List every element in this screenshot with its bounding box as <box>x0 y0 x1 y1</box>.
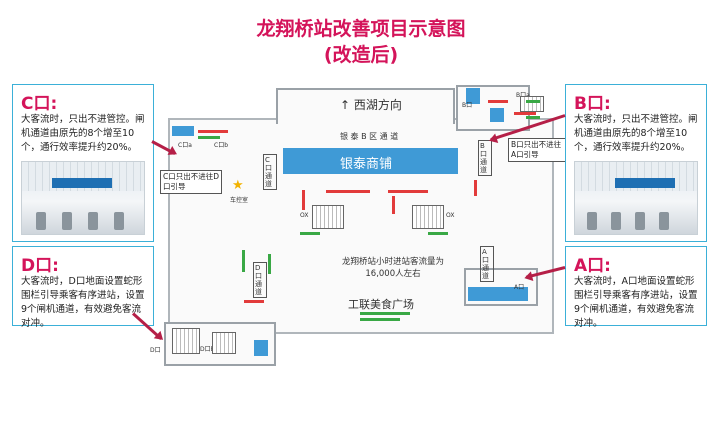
gate-d2 <box>212 332 236 354</box>
fence-bar <box>474 180 477 196</box>
callout-a-title: A口: <box>574 256 611 276</box>
exit-c-label: C口a <box>178 142 192 149</box>
gate-right-label: OX <box>446 212 455 219</box>
callout-c-title: C口: <box>21 94 58 114</box>
exit-b-label: B口 <box>462 102 473 109</box>
fence-bar <box>360 318 400 321</box>
exit-b2-label: B口a <box>516 90 530 99</box>
gate-d <box>172 328 200 354</box>
a-passage-label: A口通道 <box>480 246 494 282</box>
page-subtitle: (改造后) <box>323 44 399 66</box>
b-exit-blue <box>466 88 480 104</box>
exit-d-label: D口 <box>150 347 161 354</box>
fence-bar <box>392 196 395 214</box>
b-passage-label: B口通道 <box>478 140 492 176</box>
mall-block <box>283 148 458 174</box>
c-exit-blue <box>172 126 194 136</box>
gate-b <box>520 96 544 112</box>
callout-b: B口: 大客流时，只出不进管控。闸机通道由原先的8个增至10个，通行效率提升约2… <box>565 84 707 242</box>
d-passage-label: D口通道 <box>253 262 267 298</box>
fence-bar <box>388 190 428 193</box>
fence-bar <box>526 100 540 103</box>
callout-b-text: 大客流时，只出不进管控。闸机通道由原先的8个增至10个，通行效率提升约20%。 <box>574 114 698 153</box>
gate-left-label: OX <box>300 212 309 219</box>
gate-left <box>312 205 344 229</box>
callout-b-title: B口: <box>574 94 611 114</box>
fence-bar <box>526 116 540 119</box>
b-exit-note: B口只出不进往A口引导 <box>508 138 566 162</box>
fence-bar <box>514 112 536 115</box>
callout-d-title: D口: <box>21 256 59 276</box>
fence-bar <box>268 254 271 274</box>
callout-d: D口: 大客流时，D口地面设置蛇形围栏引导乘客有序进站，设置9个闸机通道，有效避… <box>12 246 154 329</box>
callout-c: C口: 大客流时，只出不进管控。闸机通道由原先的8个增至10个，通行效率提升约2… <box>12 84 154 242</box>
b-side-blue <box>490 108 504 122</box>
exit-d2-label: D口b <box>200 346 215 353</box>
exit-c2-label: C口b <box>214 142 228 149</box>
d-exit-blue <box>254 340 268 356</box>
c-exit-photo <box>21 161 145 235</box>
page-title: 龙翔桥站改善项目示意图 <box>256 18 466 40</box>
b-exit-photo <box>574 161 698 235</box>
fence-bar <box>198 136 220 139</box>
fence-bar <box>302 190 305 210</box>
fence-bar <box>244 300 264 303</box>
plaza-label: 工联美食广场 <box>348 298 414 311</box>
flow-text: 龙翔桥站小时进站客流量为16,000人左右 <box>341 257 444 279</box>
fence-bar <box>428 232 448 235</box>
direction-label: ↑ 西湖方向 <box>340 98 402 112</box>
fence-bar <box>488 100 508 103</box>
gate-right <box>412 205 444 229</box>
north-hall <box>276 88 455 124</box>
exit-a-label: A口 <box>514 284 525 291</box>
callout-d-text: 大客流时，D口地面设置蛇形围栏引导乘客有序进站，设置9个闸机通道，有效避免客流对… <box>21 276 145 329</box>
fence-bar <box>198 130 228 133</box>
c-exit-note: C口只出不进往D口引导 <box>160 170 222 194</box>
a-exit-blue <box>468 287 528 301</box>
star-icon: ★ <box>232 178 244 193</box>
control-room-label: 车控室 <box>230 197 249 204</box>
callout-c-text: 大客流时，只出不进管控。闸机通道由原先的8个增至10个，通行效率提升约20%。 <box>21 114 145 153</box>
mall-label: 银泰商铺 <box>340 157 393 172</box>
callout-a-text: 大客流时，A口地面设置蛇形围栏引导乘客有序进站，设置9个闸机通道，有效避免客流对… <box>574 276 698 329</box>
fence-bar <box>242 250 245 272</box>
fence-bar <box>360 312 410 315</box>
c-passage-label: C口通道 <box>263 154 277 190</box>
fence-bar <box>326 190 370 193</box>
corridor-label: 银 泰 B 区 通 道 <box>340 132 399 141</box>
callout-a: A口: 大客流时，A口地面设置蛇形围栏引导乘客有序进站，设置9个闸机通道，有效避… <box>565 246 707 329</box>
fence-bar <box>300 232 320 235</box>
